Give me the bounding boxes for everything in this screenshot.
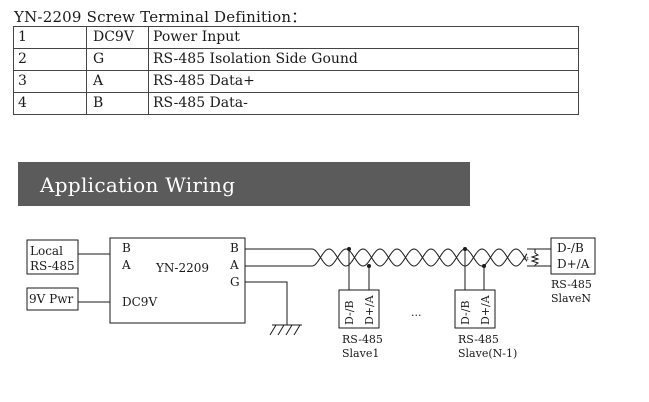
device-right-pin-a: A xyxy=(229,258,239,272)
table-row: 4 B RS-485 Data- xyxy=(13,92,579,115)
slave-n1-pin-a: D+/A xyxy=(479,294,492,325)
local-rs485-box xyxy=(26,239,79,275)
yn2209-device-box xyxy=(109,237,246,324)
page-title: YN-2209 Screw Terminal Definition： xyxy=(14,8,307,26)
table-row: 3 A RS-485 Data+ xyxy=(13,70,579,93)
slave-n-label-2: SlaveN xyxy=(551,292,591,305)
slave-n-pin-a: D+/A xyxy=(557,257,590,271)
power-box-label: 9V Pwr xyxy=(29,292,73,306)
twisted-pair-strand xyxy=(311,248,528,267)
ground-hatch xyxy=(293,324,301,336)
resistor-label: Rt xyxy=(523,256,529,262)
table-row: 1 DC9V Power Input xyxy=(13,26,579,49)
local-box-label-1: Local xyxy=(30,244,63,258)
power-box xyxy=(26,287,79,311)
device-left-pin-a: A xyxy=(121,258,131,272)
slave-n-box xyxy=(550,237,596,275)
junction-dot xyxy=(482,264,486,268)
device-right-pin-b: B xyxy=(230,241,239,255)
device-left-pin-b: B xyxy=(122,241,131,255)
device-right-pin-g: G xyxy=(230,275,240,289)
slave-n1-label-2: Slave(N-1) xyxy=(458,347,517,360)
slave1-box xyxy=(338,289,380,329)
junction-dot xyxy=(347,247,351,251)
slave1-pin-b: D-/B xyxy=(343,300,356,325)
device-power-pin: DC9V xyxy=(122,295,157,309)
ground-hatch xyxy=(269,324,277,336)
section-banner: Application Wiring xyxy=(18,162,470,206)
ground-hatch xyxy=(285,324,293,336)
slave-n1-pin-b: D-/B xyxy=(459,300,472,325)
slave1-label-2: Slave1 xyxy=(342,347,379,360)
slave1-pin-a: D+/A xyxy=(363,294,376,325)
ground-hatch xyxy=(277,324,285,336)
slave-n-pin-b: D-/B xyxy=(557,241,584,255)
terminal-definition-table: 1 DC9V Power Input 2 G RS-485 Isolation … xyxy=(13,26,579,115)
slave-n1-label-1: RS-485 xyxy=(458,333,499,346)
junction-dot xyxy=(463,247,467,251)
slave-n-label-1: RS-485 xyxy=(551,278,592,291)
termination-resistor xyxy=(530,252,540,266)
ellipsis: ... xyxy=(411,306,422,319)
device-name: YN-2209 xyxy=(155,261,209,275)
section-banner-title: Application Wiring xyxy=(40,173,236,197)
local-box-label-2: RS-485 xyxy=(30,259,75,273)
ground-wire xyxy=(245,281,288,325)
terminal-description: RS-485 Data- xyxy=(148,92,579,115)
terminal-description: Power Input xyxy=(148,26,579,49)
junction-dot xyxy=(367,264,371,268)
slave1-label-1: RS-485 xyxy=(342,333,383,346)
slave-n1-box xyxy=(454,289,496,329)
